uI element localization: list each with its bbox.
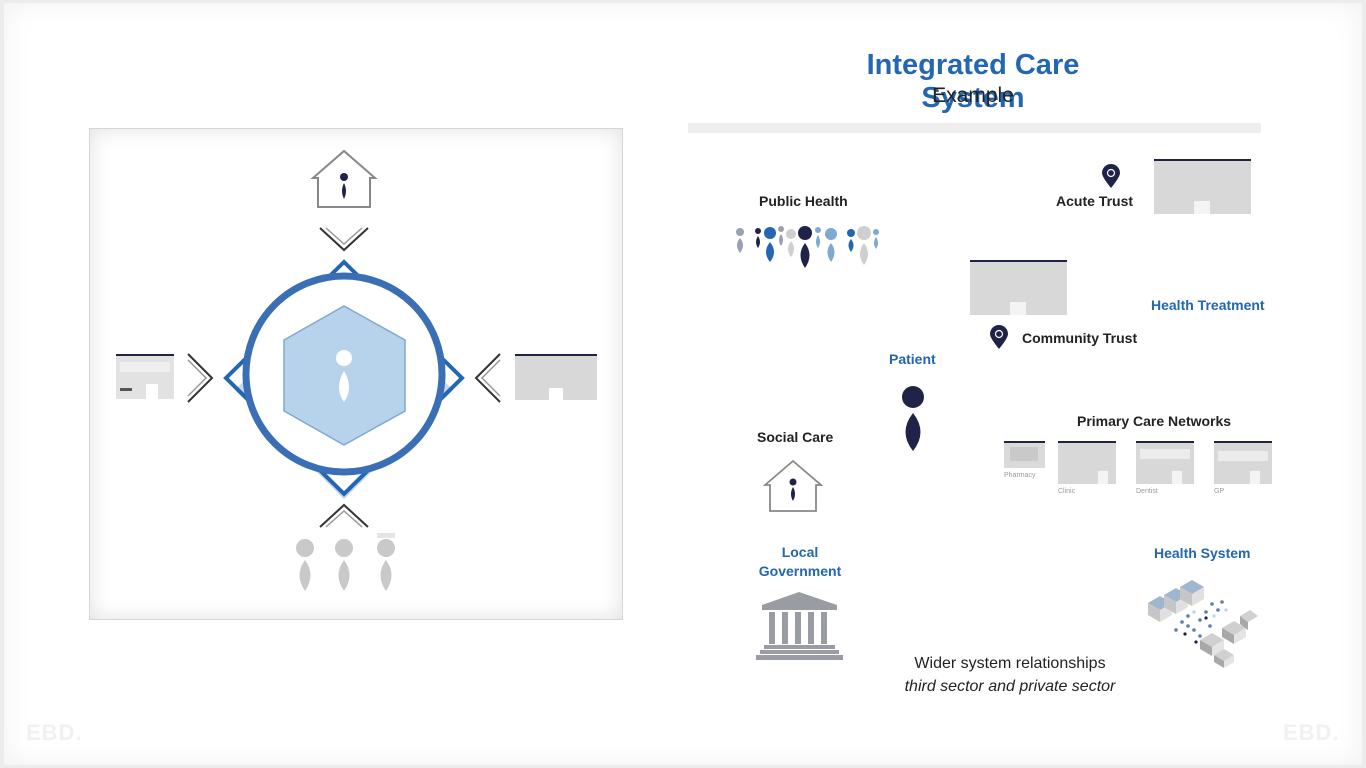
wider-system-text: Wider system relationships — [914, 655, 1106, 672]
gp-label: GP — [1214, 488, 1225, 495]
health-system-label: Health System — [1154, 545, 1251, 561]
government-building-icon — [756, 592, 843, 660]
clinic-building-icon — [1058, 441, 1116, 484]
pharmacy-label: Pharmacy — [1004, 472, 1036, 479]
people-group-icon — [296, 533, 395, 591]
hospital-building-icon — [515, 354, 597, 400]
health-treatment-label: Health Treatment — [1151, 297, 1265, 313]
logo-left: EBD. — [26, 720, 83, 745]
local-government-label-line2: Government — [758, 563, 842, 579]
house-icon — [310, 149, 378, 208]
page-subtitle: Example — [932, 84, 1014, 107]
location-pin-icon — [990, 325, 1008, 349]
health-system-cluster-icon — [1148, 580, 1258, 668]
public-health-label: Public Health — [759, 193, 848, 209]
primary-care-networks-label: Primary Care Networks — [1077, 413, 1232, 429]
community-trust-label: Community Trust — [1022, 330, 1138, 346]
chevron-up-icon — [319, 503, 369, 528]
chevron-right-icon — [187, 353, 214, 403]
header-divider — [688, 123, 1261, 133]
acute-trust-label: Acute Trust — [1056, 193, 1134, 209]
wider-system-subtext: third sector and private sector — [904, 678, 1116, 695]
community-building-icon — [116, 354, 174, 399]
gp-building-icon — [1214, 441, 1272, 484]
crowd-icon — [736, 226, 879, 268]
dentist-building-icon — [1136, 441, 1194, 484]
chevron-down-icon — [319, 227, 369, 252]
location-pin-icon — [1102, 164, 1120, 188]
integration-hub-icon — [223, 259, 465, 500]
patient-label: Patient — [889, 351, 936, 367]
acute-trust-building-icon — [1154, 159, 1251, 214]
patient-icon — [902, 386, 924, 451]
local-government-label-line1: Local — [781, 544, 819, 560]
dentist-label: Dentist — [1136, 488, 1158, 495]
logo-right: EBD. — [1283, 720, 1340, 745]
chevron-left-icon — [474, 353, 501, 403]
social-care-house-icon — [762, 459, 824, 512]
page-title: Integrated Care System — [866, 49, 1080, 114]
community-trust-building-icon — [970, 260, 1067, 315]
pharmacy-building-icon — [1004, 441, 1045, 468]
clinic-label: Clinic — [1058, 488, 1076, 495]
social-care-label: Social Care — [757, 429, 834, 445]
